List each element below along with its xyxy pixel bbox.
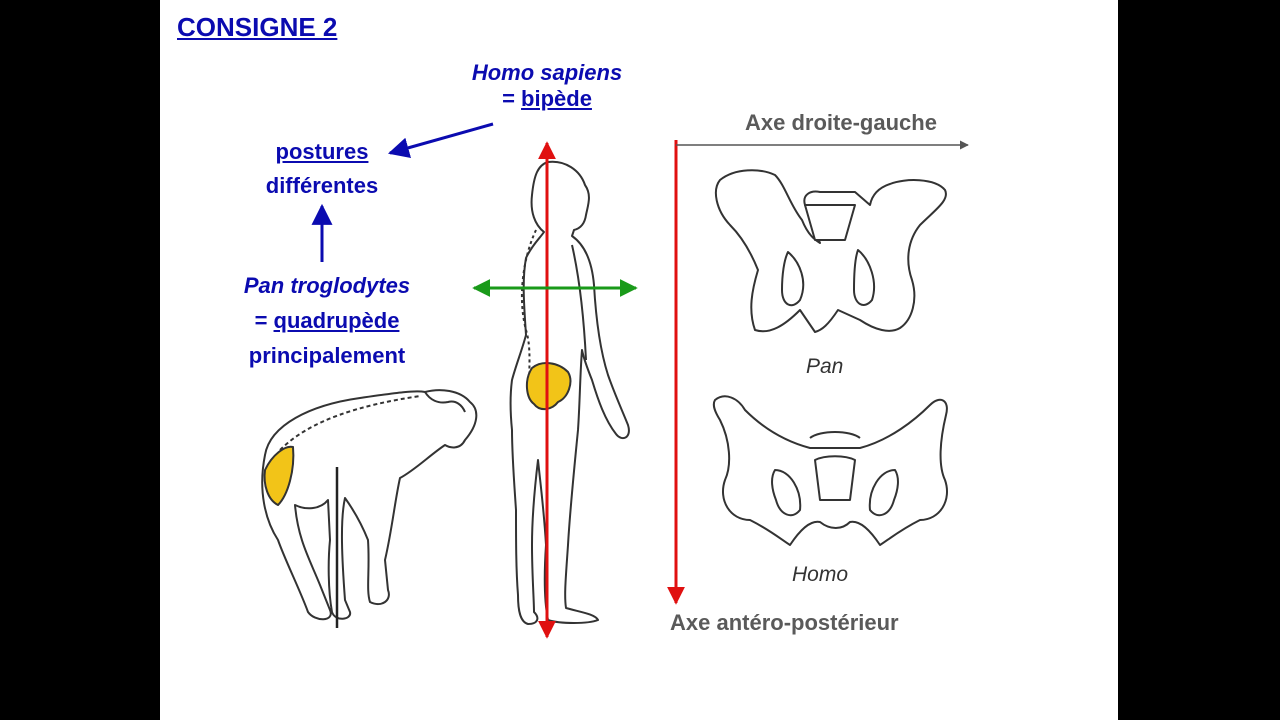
postures-word: postures [275, 139, 369, 164]
pan-quadrupede: quadrupède [273, 308, 400, 333]
pan-pelvis-label: Pan [806, 355, 844, 378]
homo-pelvis [712, 395, 948, 546]
arrow-homo-to-postures [387, 122, 494, 158]
diagram-drawing [261, 122, 969, 639]
homo-species-name: Homo sapiens [471, 60, 623, 85]
homo-locomotion: = bipède [462, 86, 632, 112]
pan-principalement: principalement [248, 343, 406, 368]
homo-equals: = [502, 86, 522, 111]
page-title: CONSIGNE 2 [177, 12, 338, 42]
pan-species-name: Pan troglodytes [243, 273, 411, 298]
postures-label: postures différentes [252, 135, 392, 203]
antero-posterior-axis-label: Axe antéro-postérieur [670, 610, 899, 635]
pan-pelvis [714, 169, 947, 333]
right-left-axis-label: Axe droite-gauche [745, 110, 937, 135]
pan-locomotion: = quadrupède [242, 303, 412, 338]
slide: CONSIGNE 2 Homo sapiens = bipède posture… [160, 0, 1118, 720]
human-figure [509, 160, 630, 625]
pan-troglodytes-label: Pan troglodytes = quadrupède principalem… [242, 268, 412, 373]
homo-bipede: bipède [521, 86, 592, 111]
homo-pelvis-label: Homo [792, 563, 849, 586]
homo-sapiens-label: Homo sapiens = bipède [462, 60, 632, 112]
differentes-word: différentes [265, 173, 379, 198]
chimpanzee-figure [261, 389, 478, 628]
pan-equals: = [254, 308, 274, 333]
